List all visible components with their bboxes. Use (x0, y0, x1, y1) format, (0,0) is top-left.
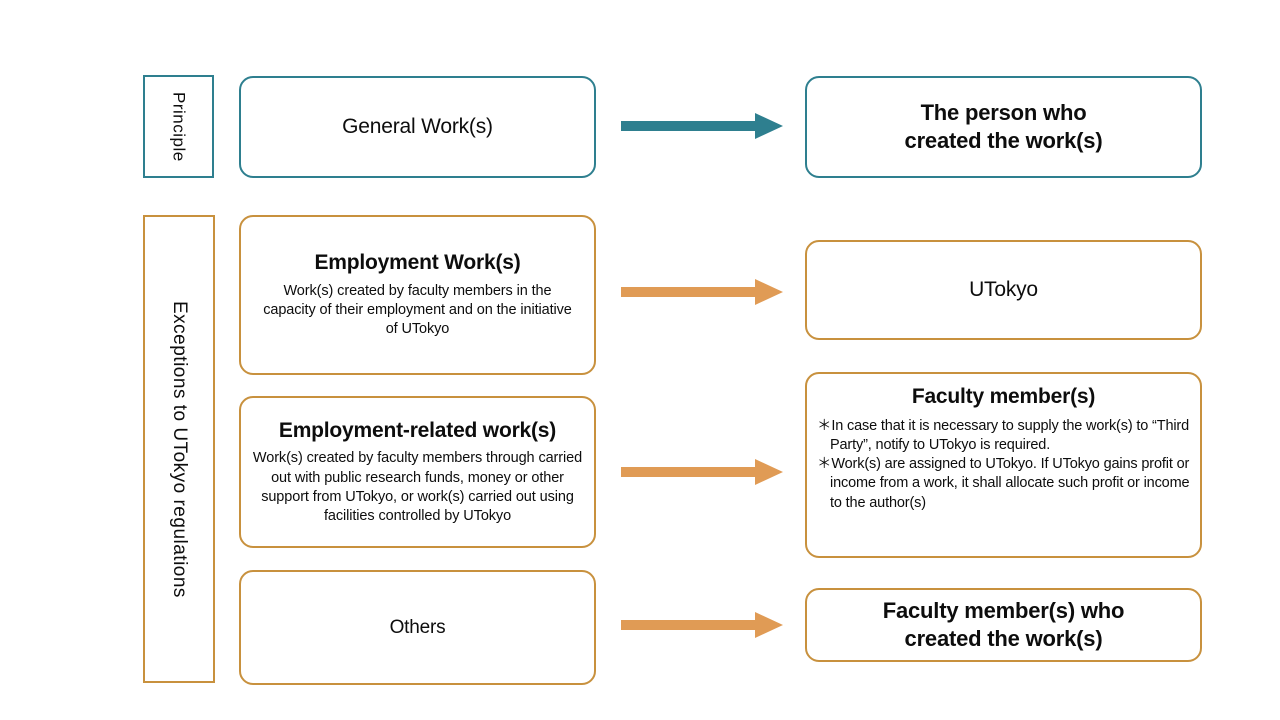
source-box-general-works: General Work(s) (239, 76, 596, 178)
source-box-others: Others (239, 570, 596, 685)
source-title-employment-works: Employment Work(s) (314, 251, 521, 275)
target-note-2: ＊Work(s) are assigned to UTokyo. If UTok… (817, 456, 1194, 511)
category-label-principle: Principle (169, 91, 189, 162)
source-title-others: Others (389, 616, 446, 638)
category-bar-exceptions: Exceptions to UTokyo regulations (143, 215, 215, 683)
category-bar-principle: Principle (143, 75, 214, 178)
source-title-general-works: General Work(s) (342, 115, 493, 139)
source-desc-employment-related-works: Work(s) created by faculty members throu… (252, 450, 583, 525)
arrow-row-4 (621, 612, 783, 638)
source-title-employment-related-works: Employment-related work(s) (278, 418, 557, 442)
target-note-1: ＊In case that it is necessary to supply … (817, 417, 1193, 453)
source-box-employment-works: Employment Work(s) Work(s) created by fa… (239, 215, 596, 375)
target-title-faculty-members: Faculty member(s) (911, 385, 1096, 408)
target-title-utokyo: UTokyo (969, 278, 1038, 302)
arrow-row-1 (621, 113, 783, 139)
target-box-faculty-created: Faculty member(s) who created the work(s… (805, 588, 1202, 662)
target-title-faculty-created: Faculty member(s) who created the work(s… (882, 597, 1125, 651)
source-desc-employment-works: Work(s) created by faculty members in th… (263, 282, 572, 338)
arrow-row-3 (621, 459, 783, 485)
target-box-person-created: The person who created the work(s) (805, 76, 1202, 178)
arrow-row-2 (621, 279, 783, 305)
target-title-person-created: The person who created the work(s) (904, 99, 1103, 153)
source-box-employment-related-works: Employment-related work(s) Work(s) creat… (239, 396, 596, 548)
target-notes-faculty-members: ＊In case that it is necessary to supply … (817, 417, 1190, 513)
category-label-exceptions: Exceptions to UTokyo regulations (169, 300, 190, 598)
target-box-faculty-members-notes: Faculty member(s) ＊In case that it is ne… (805, 372, 1202, 558)
target-box-utokyo: UTokyo (805, 240, 1202, 340)
